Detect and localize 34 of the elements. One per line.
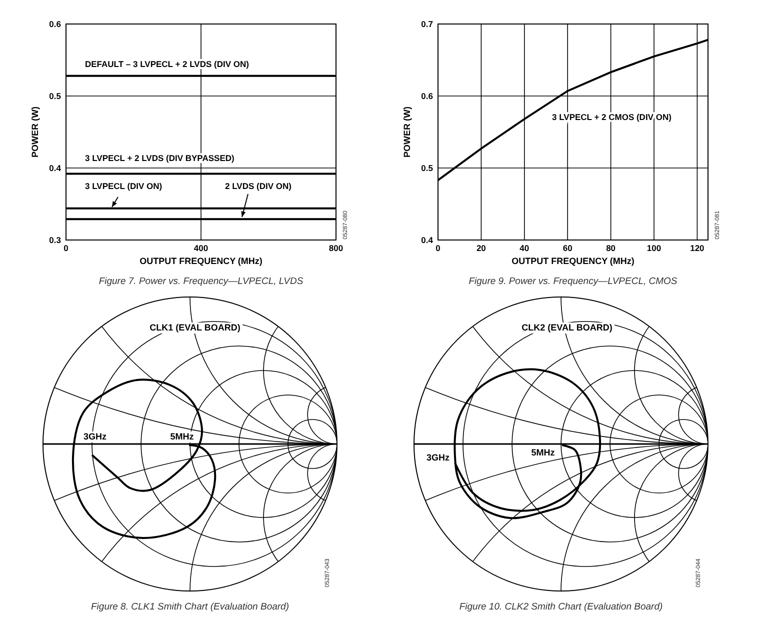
figure-caption: Figure 9. Power vs. Frequency—LVPECL, CMOS bbox=[468, 276, 678, 287]
chart-annotation: CLK1 (EVAL BOARD) bbox=[148, 322, 242, 334]
series-label: 3 LVPECL (DIV ON) bbox=[85, 181, 162, 191]
tick-label: 0 bbox=[64, 243, 68, 253]
chart-annotation: 5MHz bbox=[529, 448, 557, 458]
tick-label: 100 bbox=[646, 243, 662, 253]
chart-annotation: 3GHz bbox=[82, 432, 108, 442]
tick-label: 400 bbox=[194, 243, 208, 253]
tick-label: 800 bbox=[328, 243, 344, 253]
figure-caption: Figure 10. CLK2 Smith Chart (Evaluation Board) bbox=[459, 602, 663, 612]
tick-label: 0.5 bbox=[49, 91, 61, 101]
tick-label: 0.5 bbox=[421, 163, 433, 173]
tick-label: 20 bbox=[476, 243, 486, 253]
tick-label: 0.4 bbox=[49, 163, 61, 173]
figure-caption: Figure 7. Power vs. Frequency—LVPECL, LVDS bbox=[98, 276, 304, 287]
chart-annotation: 5MHz bbox=[168, 432, 196, 442]
tick-label: 0.4 bbox=[421, 235, 433, 245]
tick-label: 60 bbox=[562, 243, 572, 253]
chart-annotation: 3GHz bbox=[424, 452, 452, 464]
axis-title: OUTPUT FREQUENCY (MHz) bbox=[140, 256, 262, 266]
figure-caption: Figure 8. CLK1 Smith Chart (Evaluation Board) bbox=[91, 602, 289, 612]
tick-label: 40 bbox=[520, 243, 530, 253]
axis-title: POWER (W) bbox=[402, 106, 412, 158]
series-label: 2 LVDS (DIV ON) bbox=[225, 181, 292, 191]
axis-title: POWER (W) bbox=[30, 106, 40, 158]
tick-label: 0.7 bbox=[421, 19, 433, 29]
tick-label: 0.3 bbox=[49, 235, 61, 245]
tick-label: 0 bbox=[436, 243, 440, 253]
tick-label: 120 bbox=[690, 243, 704, 253]
tick-label: 0.6 bbox=[421, 91, 433, 101]
tick-label: 80 bbox=[606, 243, 616, 253]
tick-label: 0.6 bbox=[49, 19, 61, 29]
chart-annotation: CLK2 (EVAL BOARD) bbox=[520, 322, 614, 334]
axis-title: OUTPUT FREQUENCY (MHz) bbox=[512, 256, 634, 266]
